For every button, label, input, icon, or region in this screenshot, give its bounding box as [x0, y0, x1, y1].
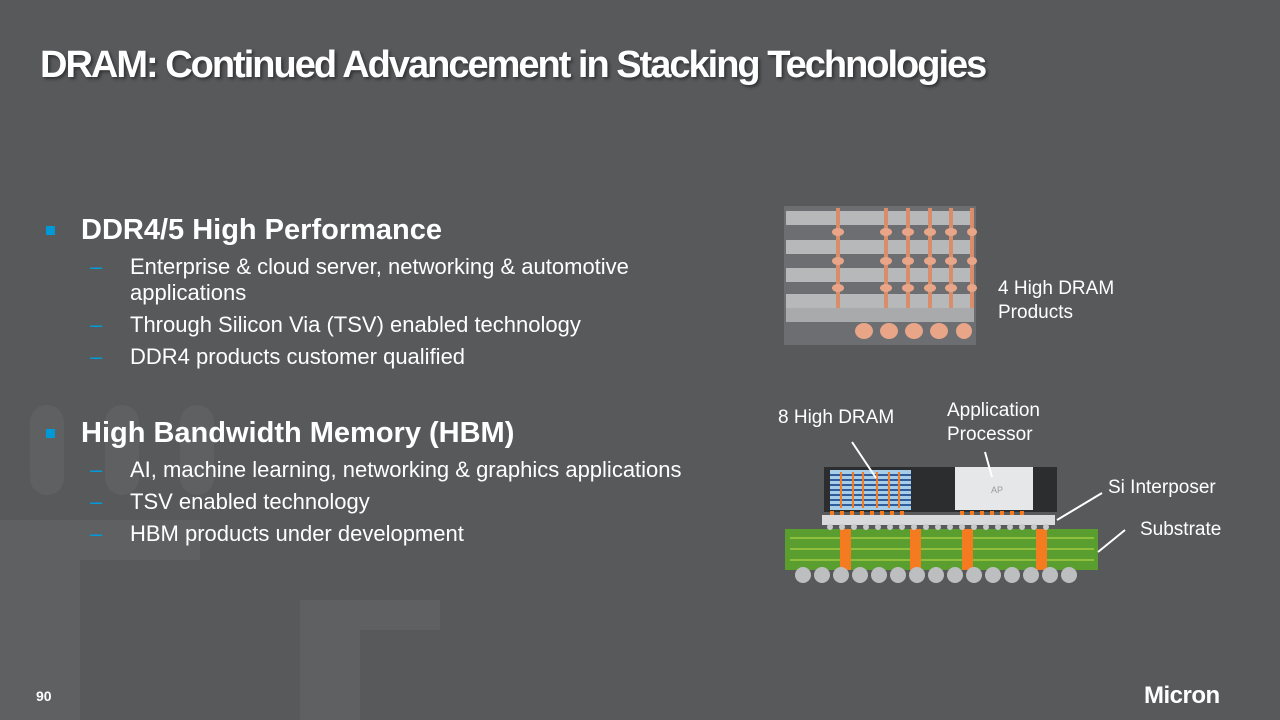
logo-text: Micron [1144, 682, 1220, 709]
dash-icon: – [90, 254, 103, 279]
section-hbm: High Bandwidth Memory (HBM) – AI, machin… [46, 415, 746, 547]
eight-high-dram-label: 8 High DRAM [778, 407, 895, 428]
dash-icon: – [90, 489, 103, 514]
page-number: 90 [36, 688, 52, 704]
sub-bullet: – AI, machine learning, networking & gra… [46, 457, 746, 483]
four-high-dram-label: 4 High DRAM Products [998, 278, 1115, 323]
section-heading: High Bandwidth Memory (HBM) [46, 415, 746, 451]
sub-bullet-text: AI, machine learning, networking & graph… [130, 457, 682, 482]
dash-icon: – [90, 312, 103, 337]
dash-icon: – [90, 457, 103, 482]
section-heading-text: High Bandwidth Memory (HBM) [81, 416, 515, 449]
bullet-list: DDR4/5 High Performance – Enterprise & c… [46, 212, 746, 547]
micron-logo: Micron [1144, 682, 1244, 716]
sub-bullet: – HBM products under development [46, 521, 746, 547]
slide-title: DRAM: Continued Advancement in Stacking … [40, 44, 987, 86]
si-interposer-label: Si Interposer [1108, 477, 1216, 498]
sub-bullet-text: Through Silicon Via (TSV) enabled techno… [130, 312, 581, 337]
application-processor-label: Application Processor [947, 400, 1040, 445]
dash-icon: – [90, 521, 103, 546]
sub-bullet: – Enterprise & cloud server, networking … [46, 254, 746, 306]
sub-bullet-text: HBM products under development [130, 521, 464, 546]
sub-bullet: – TSV enabled technology [46, 489, 746, 515]
bullet-square-icon [46, 225, 55, 235]
dash-icon: – [90, 344, 103, 369]
sub-bullet-text: TSV enabled technology [130, 489, 370, 514]
bullet-square-icon [46, 428, 55, 438]
section-ddr: DDR4/5 High Performance – Enterprise & c… [46, 212, 746, 370]
sub-bullet: – DDR4 products customer qualified [46, 344, 746, 370]
ap-chip-label: AP [991, 485, 1004, 495]
sub-bullet-text: DDR4 products customer qualified [130, 344, 466, 369]
section-heading-text: DDR4/5 High Performance [81, 213, 442, 246]
substrate-label: Substrate [1140, 519, 1222, 540]
sub-bullet-text: Enterprise & cloud server, networking & … [130, 254, 629, 305]
sub-bullet: – Through Silicon Via (TSV) enabled tech… [46, 312, 746, 338]
section-heading: DDR4/5 High Performance [46, 212, 746, 248]
